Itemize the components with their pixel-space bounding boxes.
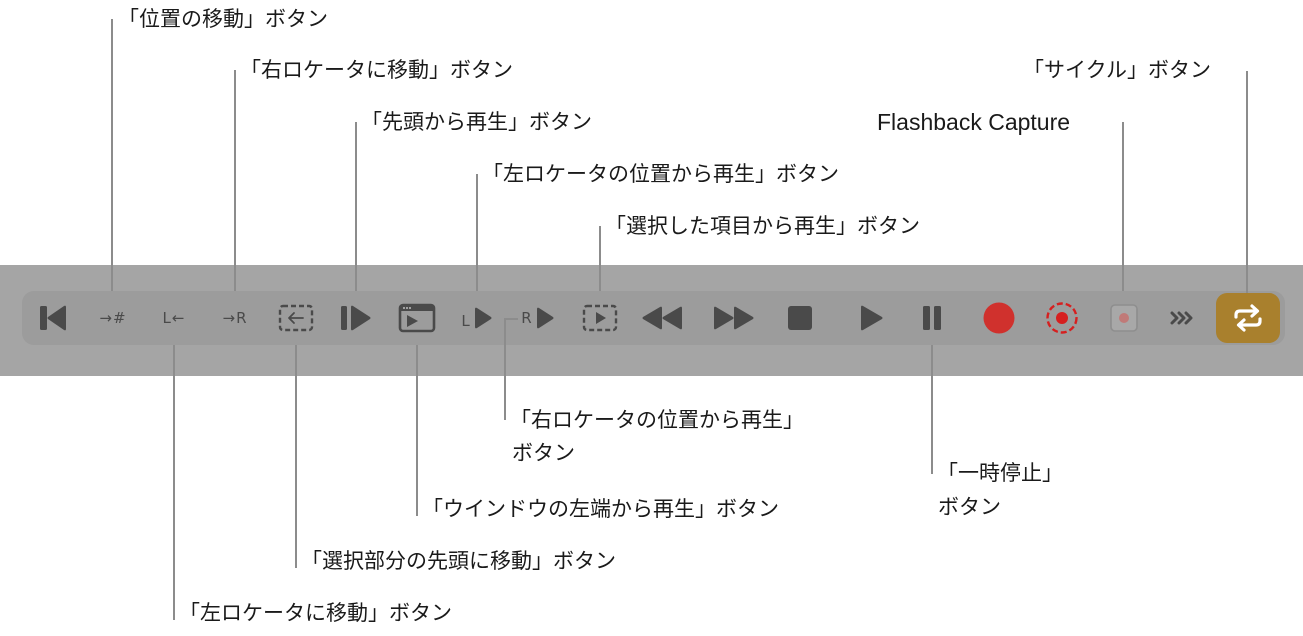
autopunch-button[interactable] — [1166, 291, 1200, 345]
callout-go-to-right-locator: 「右ロケータに移動」ボタン — [240, 58, 513, 82]
stop-icon — [788, 306, 812, 330]
leader-line-play-from-beginning — [355, 122, 357, 291]
leader-line-play-from-left-locator — [476, 174, 478, 291]
l-letter-icon: L — [461, 312, 471, 330]
go-to-right-locator-button[interactable]: →R — [212, 291, 258, 345]
callout-play-from-right-locator-line2: ボタン — [512, 441, 575, 465]
dashed-box-play-icon — [582, 304, 618, 332]
callout-pause-line2: ボタン — [938, 495, 1001, 519]
play-from-left-locator-button[interactable]: L — [455, 291, 499, 345]
window-play-icon — [398, 303, 436, 333]
arrow-hash-icon: →# — [99, 309, 127, 327]
cycle-button[interactable] — [1216, 293, 1280, 343]
go-to-selection-start-button[interactable] — [276, 291, 316, 345]
callout-play-from-left-locator: 「左ロケータの位置から再生」ボタン — [482, 162, 839, 186]
leader-line-play-from-selection — [599, 226, 601, 291]
chevrons-icon — [1170, 311, 1193, 325]
leader-elbow-play-from-right-locator — [504, 318, 518, 320]
rewind-button[interactable] — [638, 291, 686, 345]
callout-cycle: 「サイクル」ボタン — [1023, 58, 1211, 82]
skip-to-start-icon — [40, 305, 66, 331]
play-from-window-left-edge-button[interactable] — [397, 291, 437, 345]
r-play-icon — [536, 307, 554, 329]
bar-play-icon — [341, 305, 371, 331]
fast-forward-icon — [714, 306, 754, 330]
play-icon — [861, 305, 883, 331]
play-button[interactable] — [854, 291, 888, 345]
go-to-left-locator-button[interactable]: L← — [152, 291, 196, 345]
dashed-box-arrow-left-icon — [278, 304, 314, 332]
capture-record-icon — [1110, 304, 1138, 332]
leader-line-go-to-left-locator — [173, 345, 175, 620]
l-arrow-left-icon: L← — [162, 309, 186, 327]
callout-go-to-position: 「位置の移動」ボタン — [118, 7, 328, 31]
rewind-icon — [642, 306, 682, 330]
callout-play-from-selection: 「選択した項目から再生」ボタン — [605, 214, 920, 238]
l-play-icon — [474, 307, 492, 329]
go-to-position-button[interactable]: →# — [90, 291, 136, 345]
replace-record-button[interactable] — [1043, 291, 1081, 345]
flashback-capture-button[interactable] — [1106, 291, 1142, 345]
record-button[interactable] — [980, 291, 1018, 345]
pause-button[interactable] — [916, 291, 948, 345]
r-letter-icon: R — [521, 309, 533, 327]
play-from-beginning-button[interactable] — [336, 291, 376, 345]
leader-line-cycle — [1246, 71, 1248, 293]
go-to-beginning-button[interactable] — [34, 291, 72, 345]
leader-line-go-to-selection-start — [295, 345, 297, 568]
leader-line-play-from-right-locator — [504, 319, 506, 420]
dashed-record-icon — [1046, 302, 1078, 334]
arrow-r-icon: →R — [222, 309, 248, 327]
leader-line-flashback-capture — [1122, 122, 1124, 291]
callout-play-from-beginning: 「先頭から再生」ボタン — [361, 110, 592, 134]
callout-play-from-window-left-edge: 「ウインドウの左端から再生」ボタン — [422, 497, 779, 521]
leader-line-play-from-window-left-edge — [416, 345, 418, 516]
stop-button[interactable] — [782, 291, 818, 345]
callout-go-to-selection-start: 「選択部分の先頭に移動」ボタン — [301, 549, 616, 573]
callout-go-to-left-locator: 「左ロケータに移動」ボタン — [179, 601, 452, 625]
callout-play-from-right-locator-line1: 「右ロケータの位置から再生」 — [510, 408, 804, 432]
leader-line-go-to-position — [111, 19, 113, 291]
play-from-right-locator-button[interactable]: R — [516, 291, 560, 345]
pause-icon — [923, 306, 941, 330]
record-icon — [983, 302, 1015, 334]
fast-forward-button[interactable] — [710, 291, 758, 345]
play-from-selection-button[interactable] — [580, 291, 620, 345]
leader-line-go-to-right-locator — [234, 70, 236, 291]
callout-flashback-capture: Flashback Capture — [877, 109, 1071, 135]
callout-pause-line1: 「一時停止」 — [937, 461, 1063, 485]
cycle-icon — [1234, 304, 1262, 332]
leader-line-pause — [931, 345, 933, 474]
